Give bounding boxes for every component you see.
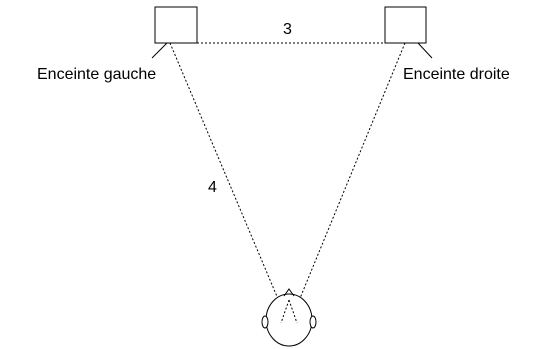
right-speaker-to-listener-line: [288, 42, 406, 326]
right-speaker-icon: [384, 6, 427, 44]
right-speaker-label: Enceinte droite: [403, 66, 510, 83]
left-speaker-to-listener-line: [169, 42, 290, 326]
listener-head-icon: [261, 288, 317, 347]
distance-label-listener: 4: [208, 179, 217, 196]
left-speaker-icon: [154, 6, 198, 44]
left-speaker-label: Enceinte gauche: [37, 66, 157, 83]
distance-label-speakers: 3: [283, 21, 292, 38]
left-speaker-leader-line: [151, 42, 168, 59]
right-speaker-leader-line: [417, 42, 433, 59]
